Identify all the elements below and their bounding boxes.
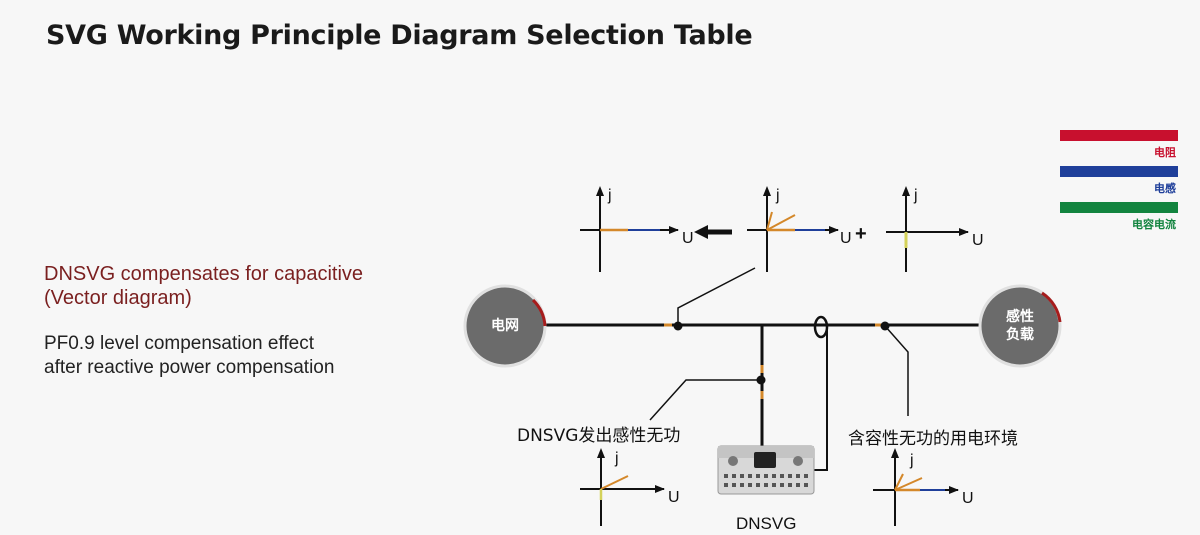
u-axis-label: U <box>840 230 852 247</box>
text-line-2: after reactive power compensation <box>44 357 335 378</box>
text-line-1: PF0.9 level compensation effect <box>44 333 315 354</box>
svg-output-label: DNSVG发出感性无功 <box>517 426 681 446</box>
vector-diagram-svg-output: j U <box>580 448 680 526</box>
vector-diagram-capacitive: j U <box>886 186 984 272</box>
legend-swatch-inductance <box>1060 166 1178 177</box>
callout-line-top <box>677 267 756 326</box>
heading-line-1: DNSVG compensates for capacitive <box>44 263 364 285</box>
load-node-label: 感性 负载 <box>1006 309 1034 343</box>
page-title: SVG Working Principle Diagram Selection … <box>46 20 753 51</box>
load-node <box>978 284 1062 368</box>
ct-lead-wire <box>812 330 828 471</box>
legend-item-resistance: 电阻 <box>1060 130 1178 166</box>
legend-swatch-resistance <box>1060 130 1178 141</box>
dnsvg-device <box>717 445 815 495</box>
j-axis-label: j <box>909 452 914 469</box>
current-vector <box>600 475 629 490</box>
legend-item-capacitive-current: 电容电流 <box>1060 202 1178 238</box>
grid-node-label: 电网 <box>491 318 519 334</box>
u-axis-label: U <box>668 489 680 506</box>
grid-node-arc <box>531 298 547 327</box>
callout-line-svg <box>649 379 761 421</box>
vector-diagram-environment: j U <box>873 448 974 526</box>
description-heading: DNSVG compensates for capacitive (Vector… <box>44 262 363 310</box>
current-vector <box>766 214 796 231</box>
legend-label-inductance: 电感 <box>1154 182 1176 195</box>
current-transformer-ring <box>813 315 829 339</box>
j-axis-label: j <box>775 187 780 204</box>
left-arrow-head-icon <box>694 225 708 239</box>
description-text: PF0.9 level compensation effect after re… <box>44 332 334 380</box>
u-axis-label: U <box>972 232 984 249</box>
legend-label-resistance: 电阻 <box>1154 146 1176 159</box>
vector-diagram-resultant: j U <box>580 186 694 272</box>
current-vector <box>894 477 923 491</box>
load-node-arc <box>1041 291 1062 323</box>
current-vector <box>894 473 904 491</box>
plus-operator: + <box>855 223 867 245</box>
legend-item-inductance: 电感 <box>1060 166 1178 202</box>
heading-line-2: (Vector diagram) <box>44 287 192 309</box>
j-axis-label: j <box>607 187 612 204</box>
u-axis-label: U <box>962 490 974 507</box>
j-axis-label: j <box>913 187 918 204</box>
j-axis-label: j <box>614 450 619 467</box>
u-axis-label: U <box>682 230 694 247</box>
legend: 电阻 电感 电容电流 <box>1060 130 1178 238</box>
device-label: DNSVG <box>736 514 797 533</box>
vector-diagram-compensated: j U <box>747 186 852 272</box>
callout-line-env <box>884 325 909 416</box>
environment-label: 含容性无功的用电环境 <box>848 429 1018 449</box>
legend-label-capacitive-current: 电容电流 <box>1132 218 1176 231</box>
legend-swatch-capacitive-current <box>1060 202 1178 213</box>
current-vector <box>766 211 773 231</box>
